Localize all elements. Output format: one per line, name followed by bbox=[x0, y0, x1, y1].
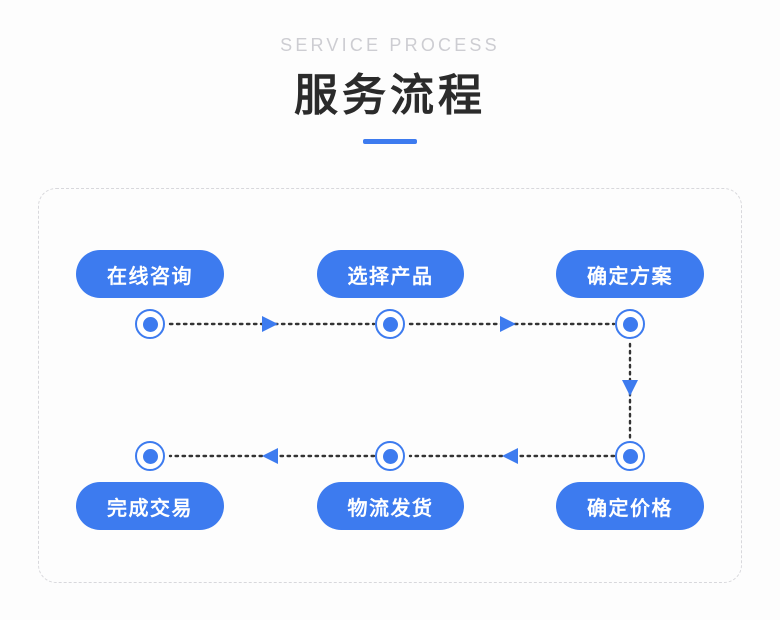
flow-diagram-frame bbox=[38, 188, 742, 583]
step-node-confirm-price[interactable] bbox=[615, 441, 645, 471]
step-button-confirm-plan[interactable]: 确定方案 bbox=[556, 250, 704, 298]
page-title: 服务流程 bbox=[294, 71, 486, 120]
step-node-confirm-plan[interactable] bbox=[615, 309, 645, 339]
page-header: SERVICE PROCESS 服务流程 bbox=[0, 0, 780, 144]
step-button-confirm-price[interactable]: 确定价格 bbox=[556, 482, 704, 530]
step-node-logistics-shipping[interactable] bbox=[375, 441, 405, 471]
step-node-select-product[interactable] bbox=[375, 309, 405, 339]
title-accent-bar bbox=[363, 139, 417, 144]
step-button-complete-transaction[interactable]: 完成交易 bbox=[76, 482, 224, 530]
step-button-logistics-shipping[interactable]: 物流发货 bbox=[317, 482, 464, 530]
step-node-complete-transaction[interactable] bbox=[135, 441, 165, 471]
step-button-online-consult[interactable]: 在线咨询 bbox=[76, 250, 224, 298]
header-eyebrow: SERVICE PROCESS bbox=[280, 35, 500, 55]
step-button-select-product[interactable]: 选择产品 bbox=[317, 250, 464, 298]
step-node-online-consult[interactable] bbox=[135, 309, 165, 339]
